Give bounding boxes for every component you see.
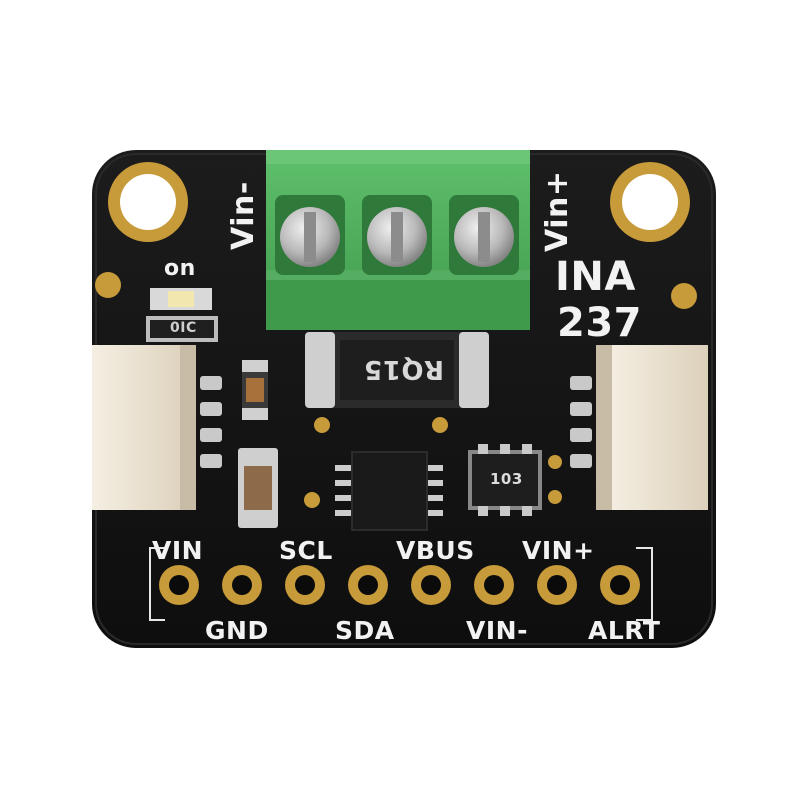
header-pin — [222, 565, 262, 605]
screw-1 — [275, 195, 345, 275]
chip-number-label: 237 — [557, 300, 642, 346]
resistor-network — [468, 444, 542, 516]
header-pin — [537, 565, 577, 605]
power-led-label: on — [164, 256, 196, 281]
mounting-hole-right — [610, 162, 690, 242]
pin-label-sda: SDA — [335, 616, 395, 645]
pin-label-vin-plus: VIN+ — [522, 536, 595, 565]
pin-label-alrt: ALRT — [588, 616, 661, 645]
stemma-connector-left — [92, 345, 222, 510]
silk-line-left — [149, 547, 165, 621]
screw-3 — [449, 195, 519, 275]
header-pin — [474, 565, 514, 605]
small-resistor-marking: 0IC — [170, 320, 197, 336]
via — [304, 492, 320, 508]
resistor-network-marking: 103 — [490, 470, 523, 488]
pin-label-scl: SCL — [279, 536, 333, 565]
header-pin-row — [159, 565, 640, 605]
screw-2 — [362, 195, 432, 275]
header-pin — [159, 565, 199, 605]
header-pin — [411, 565, 451, 605]
smd-resistor-small — [146, 316, 218, 342]
pin-label-vin-minus: VIN- — [466, 616, 528, 645]
terminal-label-left: Vin- — [226, 181, 261, 250]
pin-label-gnd: GND — [205, 616, 269, 645]
ina237-chip — [335, 451, 443, 531]
header-pin — [285, 565, 325, 605]
mounting-hole-left — [108, 162, 188, 242]
power-led — [150, 288, 212, 310]
silk-line-right — [636, 547, 653, 621]
pin-label-vin: VIN — [152, 536, 204, 565]
via — [314, 417, 330, 433]
header-pin — [348, 565, 388, 605]
stemma-connector-right — [570, 345, 708, 510]
via — [548, 490, 562, 504]
chip-name-label: INA — [555, 254, 636, 300]
header-pin — [600, 565, 640, 605]
terminal-label-right: Vin+ — [540, 170, 575, 252]
diode-marking: RQ15 — [363, 354, 444, 384]
pad-left — [95, 272, 121, 298]
via — [432, 417, 448, 433]
via — [548, 455, 562, 469]
pin-label-vbus: VBUS — [396, 536, 475, 565]
screw-terminal-block — [266, 150, 530, 330]
smd-resistor — [242, 360, 268, 420]
smd-capacitor — [238, 448, 278, 528]
shunt-diode — [305, 332, 489, 408]
pad-right — [671, 283, 697, 309]
